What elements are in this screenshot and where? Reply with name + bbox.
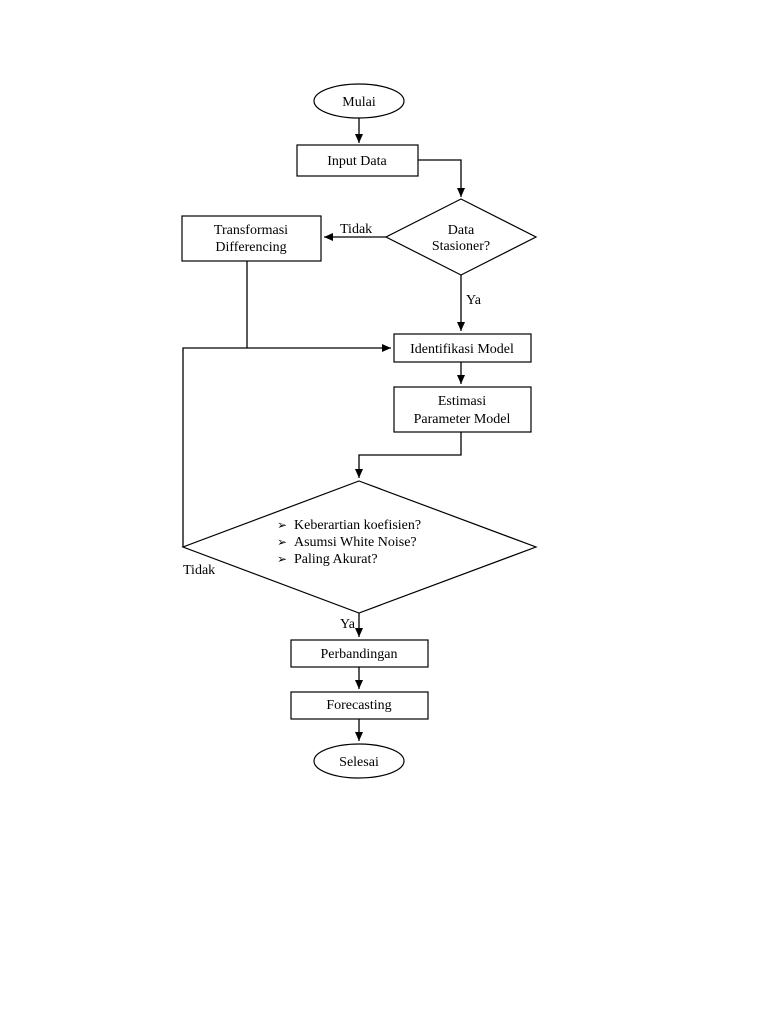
- transform-line1: Transformasi: [214, 223, 288, 238]
- forecast-node: Forecasting: [290, 691, 429, 720]
- input-data-label: Input Data: [327, 154, 387, 169]
- check-bullet-3: ➢: [277, 552, 287, 566]
- label-check-no: Tidak: [183, 563, 215, 578]
- identify-model-node: Identifikasi Model: [393, 333, 532, 363]
- check-item-2: Asumsi White Noise?: [294, 535, 417, 550]
- start-node: Mulai: [313, 83, 405, 119]
- end-label: Selesai: [339, 755, 379, 770]
- edge-loop-back-to-identify: [182, 344, 391, 547]
- estimate-line1: Estimasi: [438, 394, 486, 409]
- label-stationary-no: Tidak: [340, 222, 372, 237]
- label-check-yes: Ya: [340, 617, 356, 632]
- edge-labels: Tidak Ya Tidak Ya: [183, 222, 482, 632]
- edge-input-to-decision: [418, 159, 465, 197]
- stationarity-decision-node: Data Stasioner?: [384, 198, 538, 276]
- stationarity-line1: Data: [448, 223, 475, 238]
- check-bullet-2: ➢: [277, 535, 287, 549]
- check-item-3: Paling Akurat?: [294, 552, 378, 567]
- identify-model-label: Identifikasi Model: [410, 342, 514, 357]
- start-label: Mulai: [342, 95, 376, 110]
- input-data-node: Input Data: [296, 144, 419, 177]
- check-bullet-1: ➢: [277, 518, 287, 532]
- end-node: Selesai: [313, 743, 405, 779]
- estimate-line2: Parameter Model: [414, 412, 511, 427]
- check-item-1: Keberartian koefisien?: [294, 518, 421, 533]
- transform-node: Transformasi Differencing: [181, 215, 322, 262]
- estimate-parameter-node: Estimasi Parameter Model: [393, 386, 532, 433]
- transform-line2: Differencing: [215, 240, 286, 255]
- compare-label: Perbandingan: [321, 647, 398, 662]
- stationarity-line2: Stasioner?: [432, 239, 490, 254]
- compare-node: Perbandingan: [290, 639, 429, 668]
- forecast-label: Forecasting: [326, 698, 391, 713]
- label-stationary-yes: Ya: [466, 293, 482, 308]
- model-check-decision-node: ➢ Keberartian koefisien? ➢ Asumsi White …: [181, 480, 538, 614]
- edges: [182, 118, 465, 741]
- edge-estimate-to-check: [355, 432, 462, 478]
